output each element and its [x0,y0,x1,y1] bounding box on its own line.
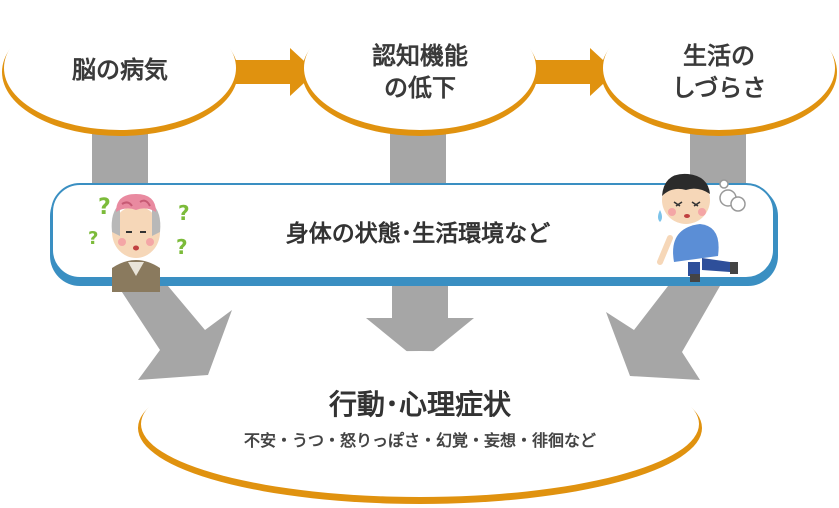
result-subtitle: 不安・うつ・怒りっぽさ・幻覚・妄想・徘徊など [244,431,596,450]
result-ellipse: 行動･心理症状 不安・うつ・怒りっぽさ・幻覚・妄想・徘徊など [138,351,702,504]
orange-arrow-1 [232,48,316,96]
banner-label: 身体の状態･生活環境など [286,220,551,247]
node-cognitive-decline: 認知機能 の低下 [302,6,538,136]
svg-text:?: ? [176,235,188,259]
gray-arrow-center [366,286,474,362]
confused-elderly-man-icon: ? ? ? ? [88,194,190,292]
node-cognitive-decline-line1: 認知機能 [372,42,468,70]
banner: 身体の状態･生活環境など [50,183,778,286]
node-cognitive-decline-line2: の低下 [384,74,456,102]
result-title: 行動･心理症状 [328,388,512,421]
svg-text:?: ? [88,228,98,249]
orange-arrow-2 [532,48,616,96]
node-brain-disease-label: 脳の病気 [72,56,168,84]
sick-boy-icon [657,173,746,282]
svg-text:?: ? [98,195,111,220]
node-living-difficulty: 生活の しづらさ [601,6,837,136]
gray-arrow-right [606,286,720,380]
gray-arrow-left [118,286,232,380]
node-living-difficulty-line1: 生活の [683,42,755,70]
node-living-difficulty-line2: しづらさ [672,74,767,102]
node-brain-disease: 脳の病気 [2,6,238,136]
svg-text:?: ? [178,201,190,225]
